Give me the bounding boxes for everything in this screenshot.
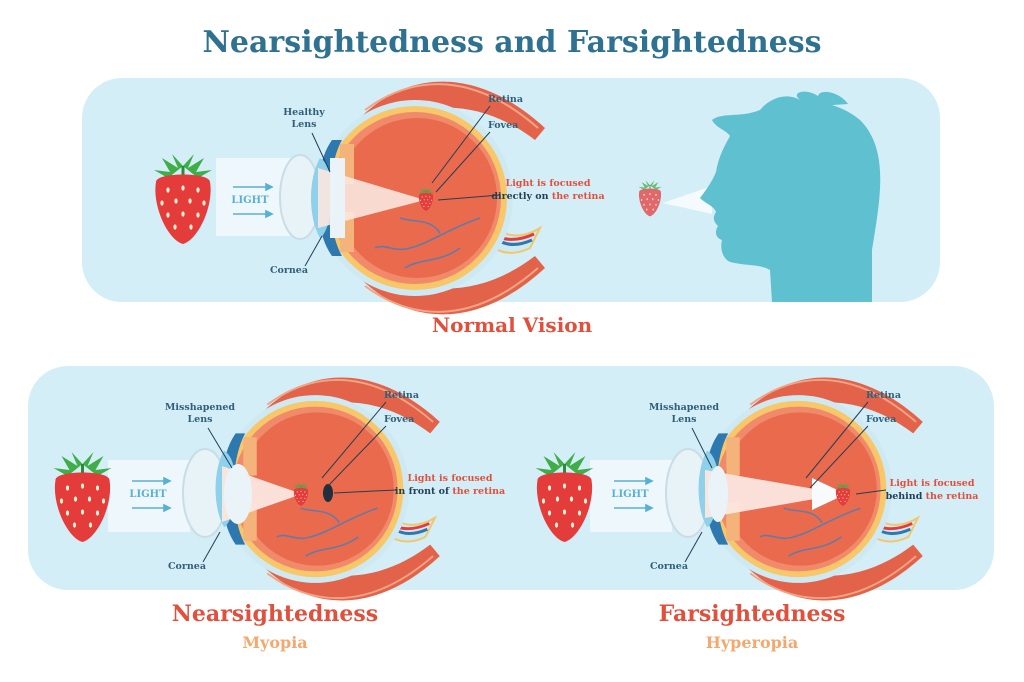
cornea-label: Cornea	[168, 561, 206, 572]
light-label: LIGHT	[231, 195, 269, 206]
focus-note-line2: behind the retina	[886, 491, 979, 502]
retina-label: Retina	[384, 390, 419, 401]
head-silhouette-icon	[700, 100, 881, 302]
misshapened-lens	[224, 464, 252, 524]
normal-vision-heading: Normal Vision	[432, 313, 593, 337]
light-label: LIGHT	[611, 489, 649, 500]
normal-vision-panel: LIGHT Healthy Lens Retina Fovea Cornea L…	[82, 78, 940, 316]
light-cone	[705, 470, 843, 518]
nearsightedness-heading: Nearsightedness	[172, 601, 378, 627]
light-beam	[216, 158, 296, 236]
cornea-label: Cornea	[270, 265, 308, 276]
lens-label-line1: Healthy	[283, 107, 325, 118]
focus-note-line1: Light is focused	[506, 178, 591, 189]
focus-note-line2: in front of the retina	[395, 486, 505, 497]
diagram-title: Nearsightedness and Farsightedness	[202, 25, 821, 60]
lens-label-line2: Lens	[188, 414, 213, 425]
focus-note-line1: Light is focused	[408, 473, 493, 484]
lens-label-line1: Misshapened	[165, 402, 236, 413]
focus-note-line1: Light is focused	[890, 478, 975, 489]
light-arrows	[233, 182, 274, 219]
sight-cone	[663, 186, 712, 214]
light-label: LIGHT	[129, 489, 167, 500]
lens-label-line2: Lens	[672, 414, 697, 425]
farsightedness-heading: Farsightedness	[659, 601, 846, 627]
lens-label-line2: Lens	[292, 119, 317, 130]
light-cone-behind	[812, 478, 846, 510]
retina-label: Retina	[866, 390, 901, 401]
lens-label-line1: Misshapened	[649, 402, 720, 413]
retina-label: Retina	[488, 94, 523, 105]
fovea-label: Fovea	[866, 414, 896, 425]
healthy-lens	[330, 158, 345, 238]
myopia-subheading: Myopia	[242, 633, 307, 652]
misshapened-lens	[708, 466, 728, 522]
hyperopia-diagram: LIGHT Misshapened Lens Retina Fovea Corn…	[533, 376, 979, 602]
cornea-label: Cornea	[650, 561, 688, 572]
focus-note-line2: directly on the retina	[491, 191, 604, 202]
fovea-label: Fovea	[384, 414, 414, 425]
hyperopia-subheading: Hyperopia	[706, 633, 799, 652]
myopia-diagram: LIGHT Misshapened Lens Retina Fovea Corn…	[51, 376, 505, 602]
fovea-label: Fovea	[488, 120, 518, 131]
fovea-spot	[323, 484, 333, 502]
